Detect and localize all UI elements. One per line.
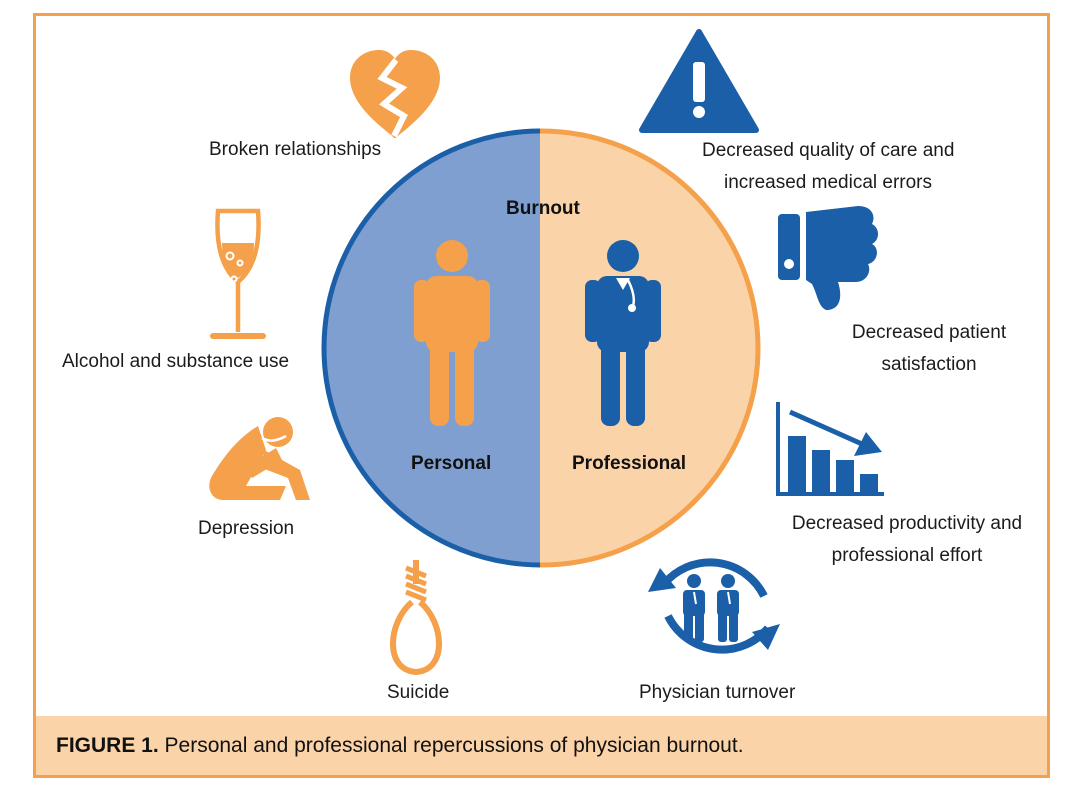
- personal-outline: [321, 128, 540, 568]
- alcohol-substance-label: Alcohol and substance use: [62, 351, 290, 372]
- physician-icon: [585, 240, 661, 426]
- thumbs-down-icon: [778, 206, 878, 310]
- physician-turnover-icon: [648, 558, 780, 654]
- person-icon: [414, 240, 490, 426]
- warning-icon: [639, 29, 759, 133]
- burnout-circle: [321, 128, 761, 568]
- professional-half: [540, 131, 758, 565]
- professional-label: Professional: [572, 453, 687, 474]
- quality-of-care-label: Decreased quality of care and increased …: [702, 135, 954, 199]
- physician-turnover-label: Physician turnover: [639, 682, 796, 703]
- figure-number: FIGURE 1.: [56, 734, 159, 757]
- wine-glass-icon: [210, 208, 266, 339]
- caption-band: FIGURE 1. Personal and professional repe…: [36, 716, 1047, 775]
- patient-satisfaction-line1: Decreased patient: [851, 322, 1007, 343]
- productivity-line2: professional effort: [831, 545, 983, 566]
- professional-outline: [540, 128, 761, 568]
- declining-bar-chart-icon: [776, 402, 884, 496]
- noose-icon: [390, 560, 442, 676]
- depression-label: Depression: [198, 518, 295, 539]
- quality-of-care-line2: increased medical errors: [723, 172, 933, 193]
- suicide-label: Suicide: [387, 682, 450, 703]
- productivity-line1: Decreased productivity and: [791, 513, 1023, 534]
- depressed-person-icon: [209, 417, 310, 500]
- personal-label: Personal: [411, 453, 492, 474]
- broken-heart-icon: [350, 50, 440, 138]
- caption-text: Personal and professional repercussions …: [158, 734, 744, 757]
- patient-satisfaction-label: Decreased patient satisfaction: [850, 317, 1008, 381]
- productivity-label: Decreased productivity and professional …: [790, 508, 1024, 572]
- figure-caption: FIGURE 1. Personal and professional repe…: [56, 734, 744, 758]
- broken-relationships-label: Broken relationships: [209, 139, 382, 160]
- burnout-title: Burnout: [506, 198, 580, 219]
- quality-of-care-line1: Decreased quality of care and: [702, 140, 955, 161]
- patient-satisfaction-line2: satisfaction: [881, 354, 977, 375]
